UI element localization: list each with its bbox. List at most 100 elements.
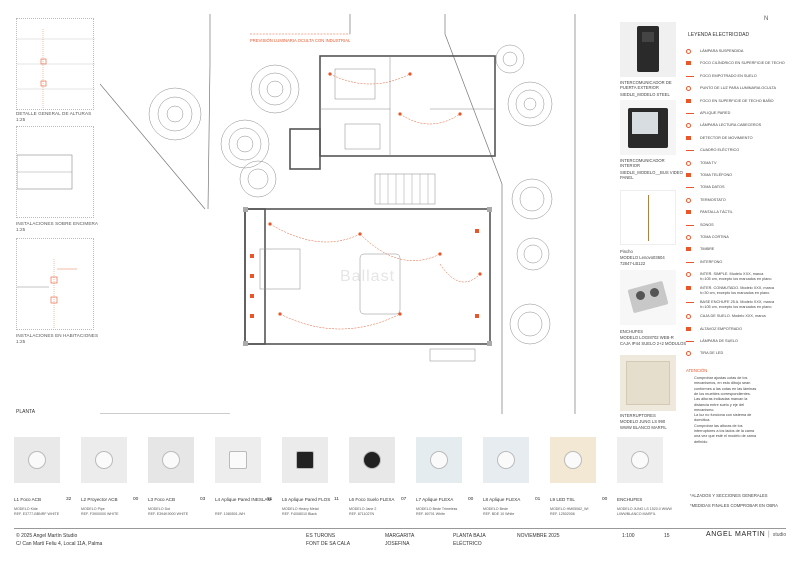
product-count: 32 — [66, 497, 72, 502]
product-shape — [363, 451, 381, 469]
enchufes-suelo-model: MODELO LOGI8702 WEB-R — [620, 335, 674, 340]
footer-scale: 1:100 — [622, 533, 635, 539]
legend-item-label: TOMA TELÉFONO — [700, 173, 733, 177]
legend-attention-title: ATENCIÓN — [686, 368, 708, 373]
product-ref: REF. 80701 White — [416, 512, 445, 516]
legend-item-label: INTER. SIMPLE. Modelo XXX, marca — [700, 272, 764, 277]
legend-symbol-icon — [686, 272, 691, 278]
legend-item-label: LÁMPARA SUSPENDIDA — [700, 49, 744, 53]
site-boundary — [100, 14, 576, 414]
attention-line: La luz no funciona con sistema de — [694, 413, 752, 418]
legend-symbol-icon — [686, 235, 691, 240]
product-image — [483, 437, 529, 483]
plan-section-label: PLANTA — [16, 409, 36, 415]
product-label: ENCHUFES — [617, 497, 643, 502]
inner-walls — [259, 56, 495, 362]
product-image — [215, 437, 261, 483]
legend-item-label: SONOS — [700, 222, 714, 227]
product-model: MODELO HM05062_WI — [550, 507, 589, 511]
product-label: L8 Aplique FLEXA — [483, 497, 521, 502]
legend-symbol-icon — [686, 260, 694, 263]
product-count: 07 — [401, 497, 407, 502]
legend-sub-note: h=30 cm, excepto los marcados en plano — [700, 291, 770, 296]
product-ref: LIWWBLANCO MARFIL — [617, 512, 656, 516]
detail-alturas-drawing — [17, 29, 95, 109]
legend-symbol-icon — [686, 314, 691, 320]
stairs — [379, 174, 429, 204]
legend-symbol-icon — [686, 148, 694, 152]
attention-line: interruptores a los lados de la cama — [694, 429, 755, 433]
product-model: MODELO Kide — [14, 507, 38, 511]
interruptores-sub: WWW BLANCO MARFIL — [620, 425, 667, 430]
legend-symbol-icon — [686, 74, 694, 77]
legend-symbol-icon — [686, 197, 691, 203]
attention-line: Comprobar ajustas cotas de los — [694, 376, 748, 380]
electric-wiring — [250, 33, 481, 330]
walls — [244, 55, 496, 345]
north-arrow: N — [764, 16, 769, 22]
legend-symbol-icon — [686, 223, 694, 226]
detail-encimera — [16, 126, 94, 218]
product-shape — [497, 451, 515, 469]
legend-symbol-icon — [686, 185, 694, 189]
legend-item-label: TOMA CORTINA — [700, 235, 729, 239]
product-label: L2 Proyector ACB — [81, 497, 118, 502]
product-ref: REF. 12502006 — [550, 512, 575, 516]
enchufes-suelo-sub: CAJA IP44 SUELO 2+2 MÓDULOS — [620, 341, 687, 346]
legend-symbol-icon — [686, 300, 694, 304]
columns — [243, 207, 492, 346]
detail-encimera-drawing — [16, 154, 73, 190]
legend-item-label: TIRA DE LED — [700, 351, 724, 356]
attention-line: mecanismos, en esto dibujo sean — [694, 381, 751, 386]
product-label: L5 Aplique Pared FLOS — [282, 497, 331, 502]
product-shape — [28, 451, 46, 469]
detail-alturas-scale: 1:25 — [16, 117, 26, 122]
footer-date: NOVIEMBRE 2025 — [517, 533, 560, 539]
product-model: MODELO Pipe — [81, 507, 105, 511]
product-model: MODELO Bede — [483, 507, 508, 511]
detail-habitaciones-scale: 1:25 — [16, 339, 26, 344]
pincho-model: MODELO Lenovo03604 — [620, 255, 665, 260]
legend-item-label: TIMBRE — [700, 247, 715, 252]
product-shape — [229, 451, 247, 469]
legend-note-1: *ALZADOS Y SECCIONES GENERALES — [690, 493, 768, 498]
plan-watermark: Ballast — [340, 268, 396, 285]
legend-symbol-icon — [686, 286, 691, 291]
legend-symbol-icon — [686, 49, 691, 54]
pincho-ref: 72847-LB122 — [620, 261, 646, 266]
product-image — [282, 437, 328, 483]
legend-item-label: INTER. CONMUTADO. Modelo XXX, marca — [700, 286, 774, 291]
legend-item-label: INTERFONO — [700, 259, 723, 264]
detail-habitaciones-drawing — [17, 259, 77, 329]
legend-item-label: LÁMPARA DE SUELO — [700, 339, 738, 343]
footer-divider — [14, 528, 786, 529]
legend-item-label: TOMA DATOS — [700, 185, 725, 190]
legend-symbol-icon — [686, 326, 691, 331]
footer-project-1: ES TURONS — [306, 533, 336, 539]
legend-note-2: *MEDIDAS FINALES COMPROBAR EN OBRA — [690, 503, 778, 508]
intercom-exterior-model: SIEDLE_MODELO STEEL — [620, 92, 670, 97]
intercom-interior-title: INTERCOMUNICADOR INTERIOR — [620, 158, 665, 168]
attention-line: definido — [694, 439, 708, 444]
product-shape — [162, 451, 180, 469]
footer-project-2: FONT DE SA CALA — [306, 541, 351, 547]
product-shape — [430, 451, 448, 469]
attention-line: una vez que esté el modelo de cama — [694, 434, 757, 439]
legend-symbol-icon — [686, 98, 691, 103]
legend-item-label: PANTALLA TÁCTIL — [700, 210, 733, 215]
product-count: 01 — [535, 497, 541, 502]
legend-item-label: LÁMPARA LECTURA CABECEROS — [700, 123, 762, 128]
legend-title: LEYENDA ELECTRICIDAD — [688, 32, 750, 38]
product-model: MODELO Heavy Metal — [282, 507, 319, 511]
legend-symbol-icon — [686, 61, 691, 66]
legend-symbol-icon — [686, 86, 691, 92]
attention-line: Las alturas indicadas marcan la — [694, 397, 748, 402]
attention-line: domótica. — [694, 418, 711, 423]
interruptores-model: MODELO JUNG LS 990 — [620, 419, 666, 424]
detail-alturas — [16, 18, 95, 110]
product-count: 00 — [468, 497, 474, 502]
product-model: MODELO Bede Trimeless — [416, 507, 458, 511]
product-shape — [296, 451, 314, 469]
legend-item-label: DETECTOR DE MOVIMIENTO — [700, 135, 753, 140]
product-image — [416, 437, 462, 483]
